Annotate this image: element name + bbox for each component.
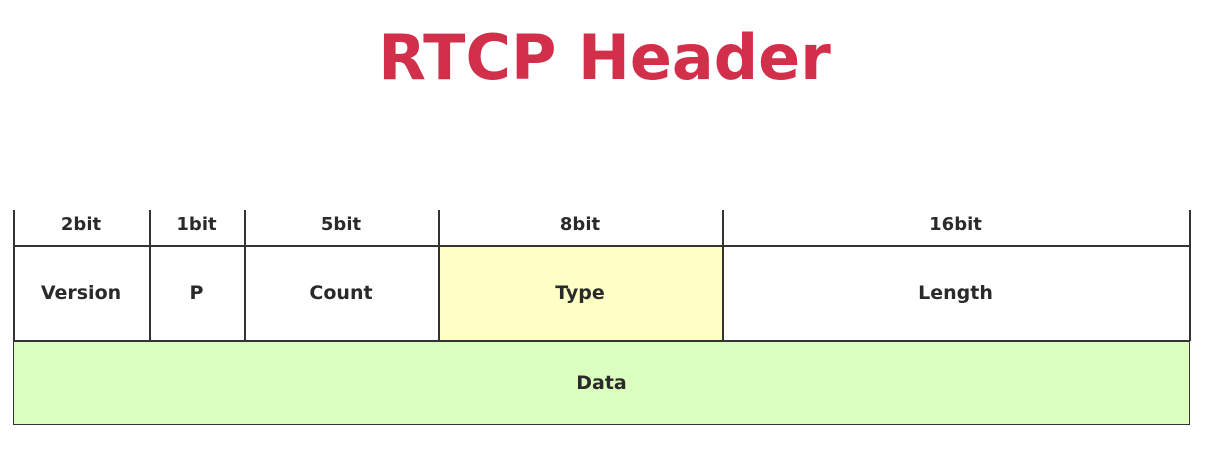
count-bits-label: 5bit <box>320 214 362 235</box>
type-bits-label: 8bit <box>559 214 601 235</box>
version-field-label: Version <box>40 282 122 304</box>
p-bits-label: 1bit <box>176 214 217 235</box>
left-border <box>13 210 15 341</box>
divider-type-length <box>722 210 724 341</box>
right-border <box>1189 210 1191 341</box>
p-field-label: P <box>189 282 204 304</box>
type-field-cell <box>438 246 722 341</box>
length-bits-label: 16bit <box>929 214 982 235</box>
type-field-label: Type <box>555 282 605 304</box>
field-row-divider <box>13 340 1190 342</box>
bit-row-divider <box>13 245 1190 247</box>
divider-count-type <box>438 210 440 341</box>
diagram-title: RTCP Header <box>378 21 831 94</box>
version-bits-label: 2bit <box>60 214 102 235</box>
length-field-label: Length <box>918 282 993 304</box>
count-field-label: Count <box>309 282 373 304</box>
divider-version-p <box>149 210 151 341</box>
divider-p-count <box>244 210 246 341</box>
data-field-label: Data <box>576 372 627 394</box>
data-field-cell <box>13 341 1190 425</box>
